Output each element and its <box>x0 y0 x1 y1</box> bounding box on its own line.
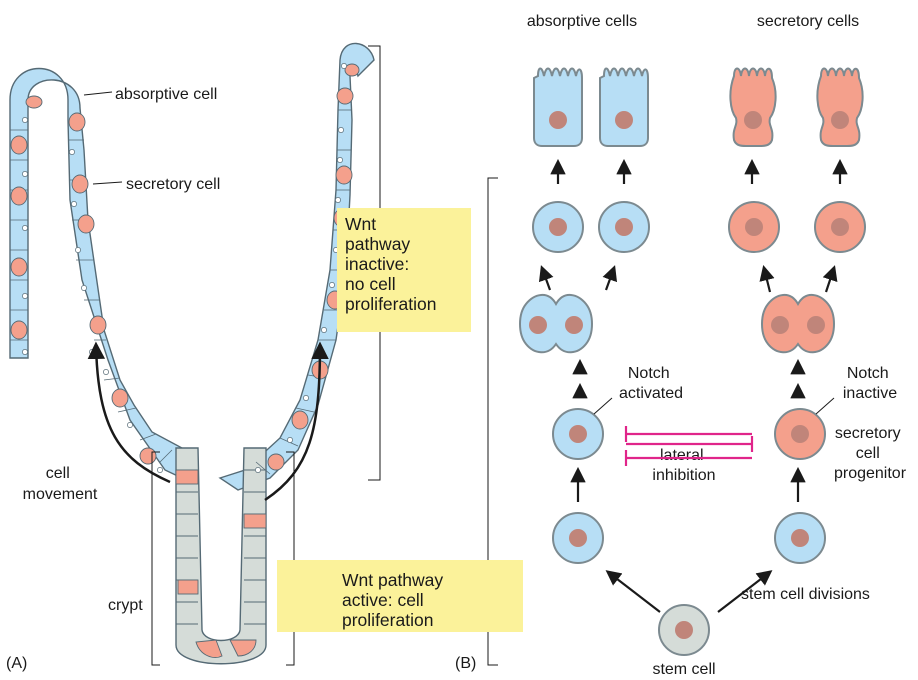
absorptive-cell <box>534 69 582 147</box>
wnt-active-callout: Wnt pathway active: cell proliferation <box>277 560 523 632</box>
dividing-absorptive-cell <box>520 295 592 352</box>
wnt-inactive-line: pathway <box>345 234 471 254</box>
notch-inactive-leader <box>816 398 834 414</box>
notch-inactive-cell <box>775 409 825 459</box>
wnt-inactive-line: Wnt <box>345 214 471 234</box>
notch-activated-leader <box>594 398 612 414</box>
wnt-active-line: active: cell <box>342 590 523 610</box>
wnt-inactive-callout: Wnt pathway inactive: no cell proliferat… <box>337 208 471 332</box>
secretory-precursor-cell <box>729 202 779 252</box>
secretory-precursor-cell <box>815 202 865 252</box>
early-progenitor-cell <box>775 513 825 563</box>
wnt-inactive-line: no cell <box>345 274 471 294</box>
title-secretory-cells: secretory cells <box>757 13 859 30</box>
label-stem-cell-divisions: stem cell divisions <box>741 586 870 603</box>
absorptive-cell-leader <box>84 92 112 95</box>
absorptive-precursor-cell <box>533 202 583 252</box>
differentiation-arrows <box>558 162 840 184</box>
wnt-active-line: Wnt pathway <box>342 570 523 590</box>
title-absorptive-cells: absorptive cells <box>527 13 637 30</box>
absorptive-precursor-cell <box>599 202 649 252</box>
bracket-crypt-right <box>286 452 294 665</box>
wnt-inactive-line: proliferation <box>345 294 471 314</box>
absorptive-cell <box>600 69 648 147</box>
wnt-inactive-line: inactive: <box>345 254 471 274</box>
bracket-crypt-left <box>152 452 160 665</box>
label-notch-inactive: Notch inactive <box>843 365 897 402</box>
division-arrows <box>542 268 834 292</box>
label-notch-activated: Notch activated <box>619 365 683 402</box>
label-secretory-progenitor: secretory cell progenitor <box>834 425 907 482</box>
left-epithelium-arm <box>10 69 182 479</box>
stem-cell <box>659 605 709 655</box>
dividing-secretory-cell <box>762 295 834 352</box>
label-lateral-inhibition: lateral inhibition <box>652 447 715 484</box>
label-crypt: crypt <box>108 597 143 614</box>
early-progenitor-cell <box>553 513 603 563</box>
secretory-cell <box>730 69 775 147</box>
label-cell-movement: cell movement <box>23 465 98 503</box>
notch-activated-cell <box>553 409 603 459</box>
secretory-cell-leader <box>93 182 122 184</box>
label-stem-cell: stem cell <box>652 661 715 678</box>
panel-b-label: (B) <box>455 655 476 672</box>
label-secretory-cell: secretory cell <box>126 176 220 193</box>
maturation-arrows <box>580 362 798 398</box>
secretory-cell <box>817 69 862 147</box>
panel-a-label: (A) <box>6 655 27 672</box>
label-absorptive-cell: absorptive cell <box>115 86 217 103</box>
wnt-active-line: proliferation <box>342 610 523 630</box>
